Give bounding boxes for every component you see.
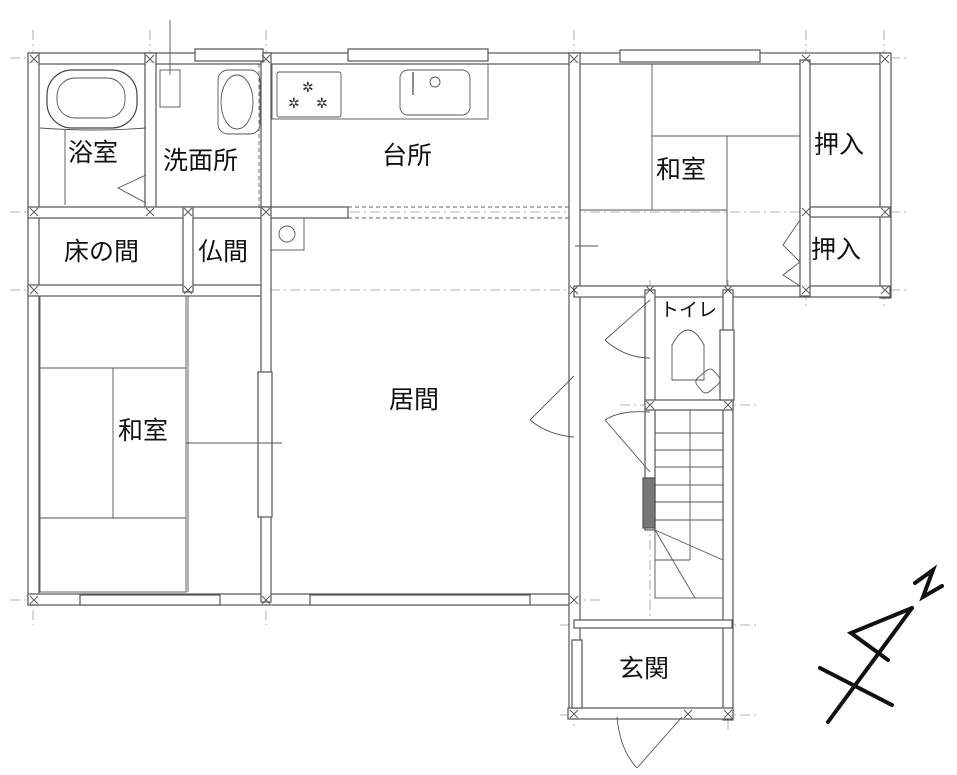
room-label-oshiire-2: 押入 <box>811 235 862 264</box>
svg-text:✲: ✲ <box>302 80 314 96</box>
room-label-kitchen: 台所 <box>382 141 433 170</box>
north-arrow-icon <box>818 564 944 724</box>
room-label-washroom: 洗面所 <box>163 146 239 175</box>
tatami <box>39 64 800 593</box>
room-label-washitsu-west: 和室 <box>118 416 169 445</box>
room-label-butsuma: 仏間 <box>198 237 249 266</box>
svg-text:✲: ✲ <box>288 96 300 112</box>
room-label-tokonoma: 床の間 <box>64 237 140 266</box>
room-label-genkan: 玄関 <box>619 654 670 683</box>
room-label-bath: 浴室 <box>68 138 119 167</box>
stairs <box>654 409 724 599</box>
walls <box>27 48 892 721</box>
room-label-oshiire-1: 押入 <box>814 130 865 159</box>
room-label-living: 居間 <box>389 385 440 414</box>
posts <box>29 54 890 719</box>
doors <box>116 174 801 769</box>
room-label-toilet: トイレ <box>660 299 718 321</box>
fixtures: ✲ ✲ ✲ <box>39 20 721 394</box>
room-label-washitsu-east: 和室 <box>656 155 707 184</box>
svg-text:✲: ✲ <box>316 96 328 112</box>
